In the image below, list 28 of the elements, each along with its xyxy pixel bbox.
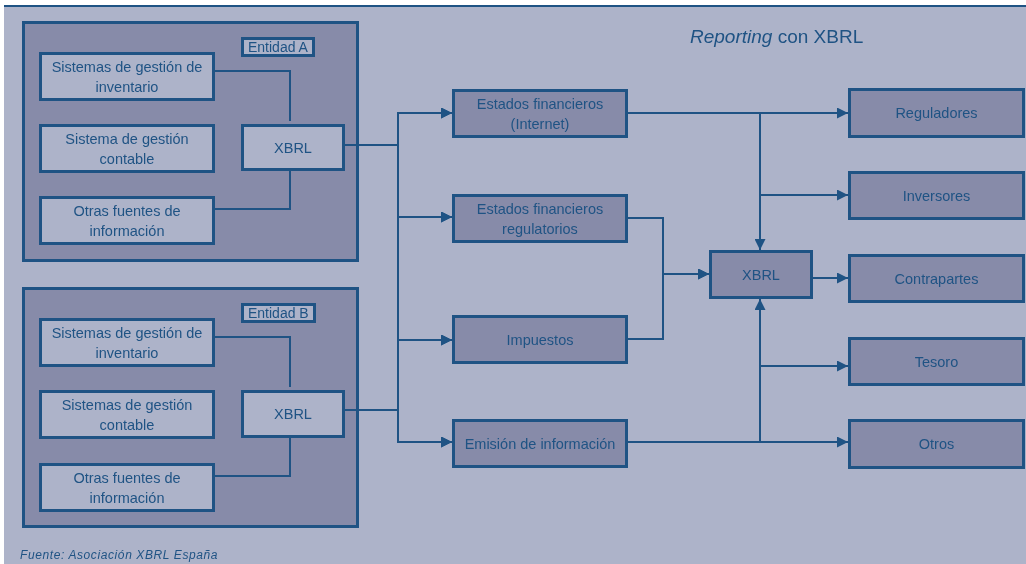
process-box: Contrapartes xyxy=(848,254,1025,303)
process-box: Otras fuentes de información xyxy=(39,463,215,512)
entity-label: Entidad B xyxy=(241,303,316,323)
process-box: Sistema de gestión contable xyxy=(39,124,215,173)
process-box: Emisión de información xyxy=(452,419,628,468)
arrow xyxy=(627,360,849,443)
process-box: Sistemas de gestión de inventario xyxy=(39,52,215,101)
process-box: XBRL xyxy=(241,124,345,171)
arrow xyxy=(812,272,849,284)
process-box: Tesoro xyxy=(848,337,1025,386)
process-box: Otras fuentes de información xyxy=(39,196,215,245)
process-box: Inversores xyxy=(848,171,1025,220)
process-box: Estados financieros (Internet) xyxy=(452,89,628,138)
entity-label: Entidad A xyxy=(241,37,315,57)
process-box: XBRL xyxy=(709,250,813,299)
entity-container xyxy=(22,21,359,262)
process-box: Reguladores xyxy=(848,88,1025,138)
process-box: Estados financieros regulatorios xyxy=(452,194,628,243)
arrow xyxy=(627,268,710,340)
source-caption: Fuente: Asociación XBRL España xyxy=(20,548,219,562)
process-box: Sistemas de gestión contable xyxy=(39,390,215,439)
process-box: XBRL xyxy=(241,390,345,438)
process-box: Impuestos xyxy=(452,315,628,364)
process-box: Sistemas de gestión de inventario xyxy=(39,318,215,367)
entity-container xyxy=(22,287,359,528)
process-box: Otros xyxy=(848,419,1025,469)
arrow xyxy=(627,112,766,251)
diagram-title: Reporting con XBRL xyxy=(690,26,864,48)
